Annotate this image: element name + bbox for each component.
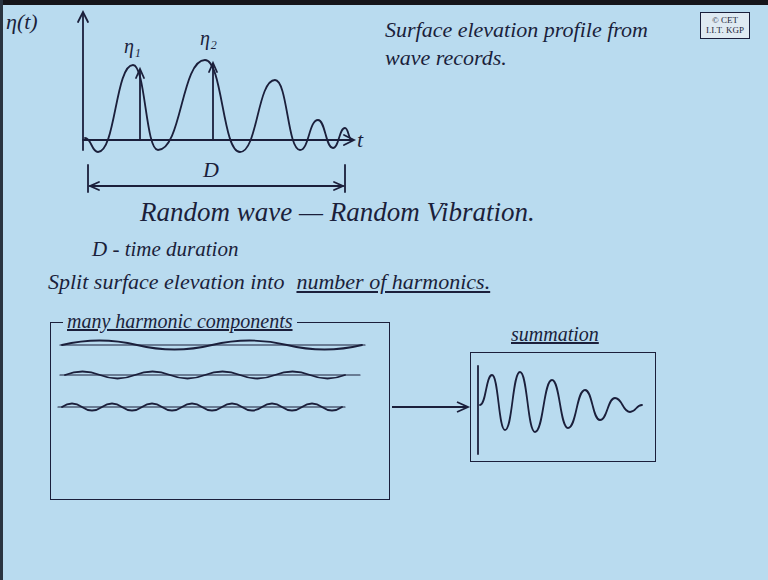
dimension-label: D	[203, 156, 219, 184]
height-arrow	[139, 70, 141, 140]
height-arrow	[212, 64, 214, 140]
label-text: D	[203, 157, 219, 182]
y-axis	[82, 14, 84, 150]
summed-wave	[480, 372, 642, 432]
note-text: Surface elevation profile from wave reco…	[385, 16, 685, 71]
label-text: D - time duration	[92, 237, 238, 261]
note-text: Split surface elevation into	[48, 268, 284, 296]
frame-band	[0, 0, 3, 580]
harmonic-wave	[62, 341, 362, 350]
arrowhead	[209, 63, 217, 72]
label-text: η₁	[124, 35, 141, 57]
label-text: η(t)	[6, 9, 38, 34]
harmonic-wave	[65, 372, 345, 379]
frame-band	[0, 0, 768, 5]
stamp-text: © CET I.I.T. KGP	[703, 15, 747, 36]
height-label: η₂	[200, 26, 217, 51]
label-text: Surface elevation profile from wave reco…	[385, 17, 648, 70]
watermark-stamp: © CET I.I.T. KGP	[700, 12, 750, 39]
harmonic-wave	[62, 404, 342, 411]
wave-record	[85, 60, 352, 152]
label-text: t	[357, 127, 363, 152]
arrowhead	[136, 69, 144, 78]
baseline	[58, 345, 365, 407]
connector-line	[392, 406, 468, 408]
box-heading: summation	[511, 322, 599, 346]
label-text: number of harmonics.	[296, 269, 490, 294]
label-text: η₂	[200, 27, 217, 49]
label-text: Random wave — Random Vibration.	[140, 197, 535, 227]
wave-axis	[477, 366, 479, 454]
flow-arrow	[392, 402, 468, 412]
height-label: η₁	[124, 34, 141, 59]
arrowhead	[457, 402, 468, 412]
arrowhead	[90, 182, 343, 190]
x-axis	[83, 139, 352, 141]
result-box: summation	[470, 352, 656, 462]
box-heading: many harmonic components	[63, 309, 297, 333]
axis-label: η(t)	[6, 8, 38, 36]
note-text: number of harmonics.	[296, 268, 490, 296]
heading-text: Random wave — Random Vibration.	[140, 196, 535, 230]
note-text: D - time duration	[92, 236, 238, 262]
label-text: Split surface elevation into	[48, 269, 284, 294]
group-box: many harmonic components	[50, 322, 390, 500]
dimension-line	[90, 185, 343, 187]
axis-label: t	[357, 126, 363, 154]
arrowhead	[78, 12, 88, 22]
